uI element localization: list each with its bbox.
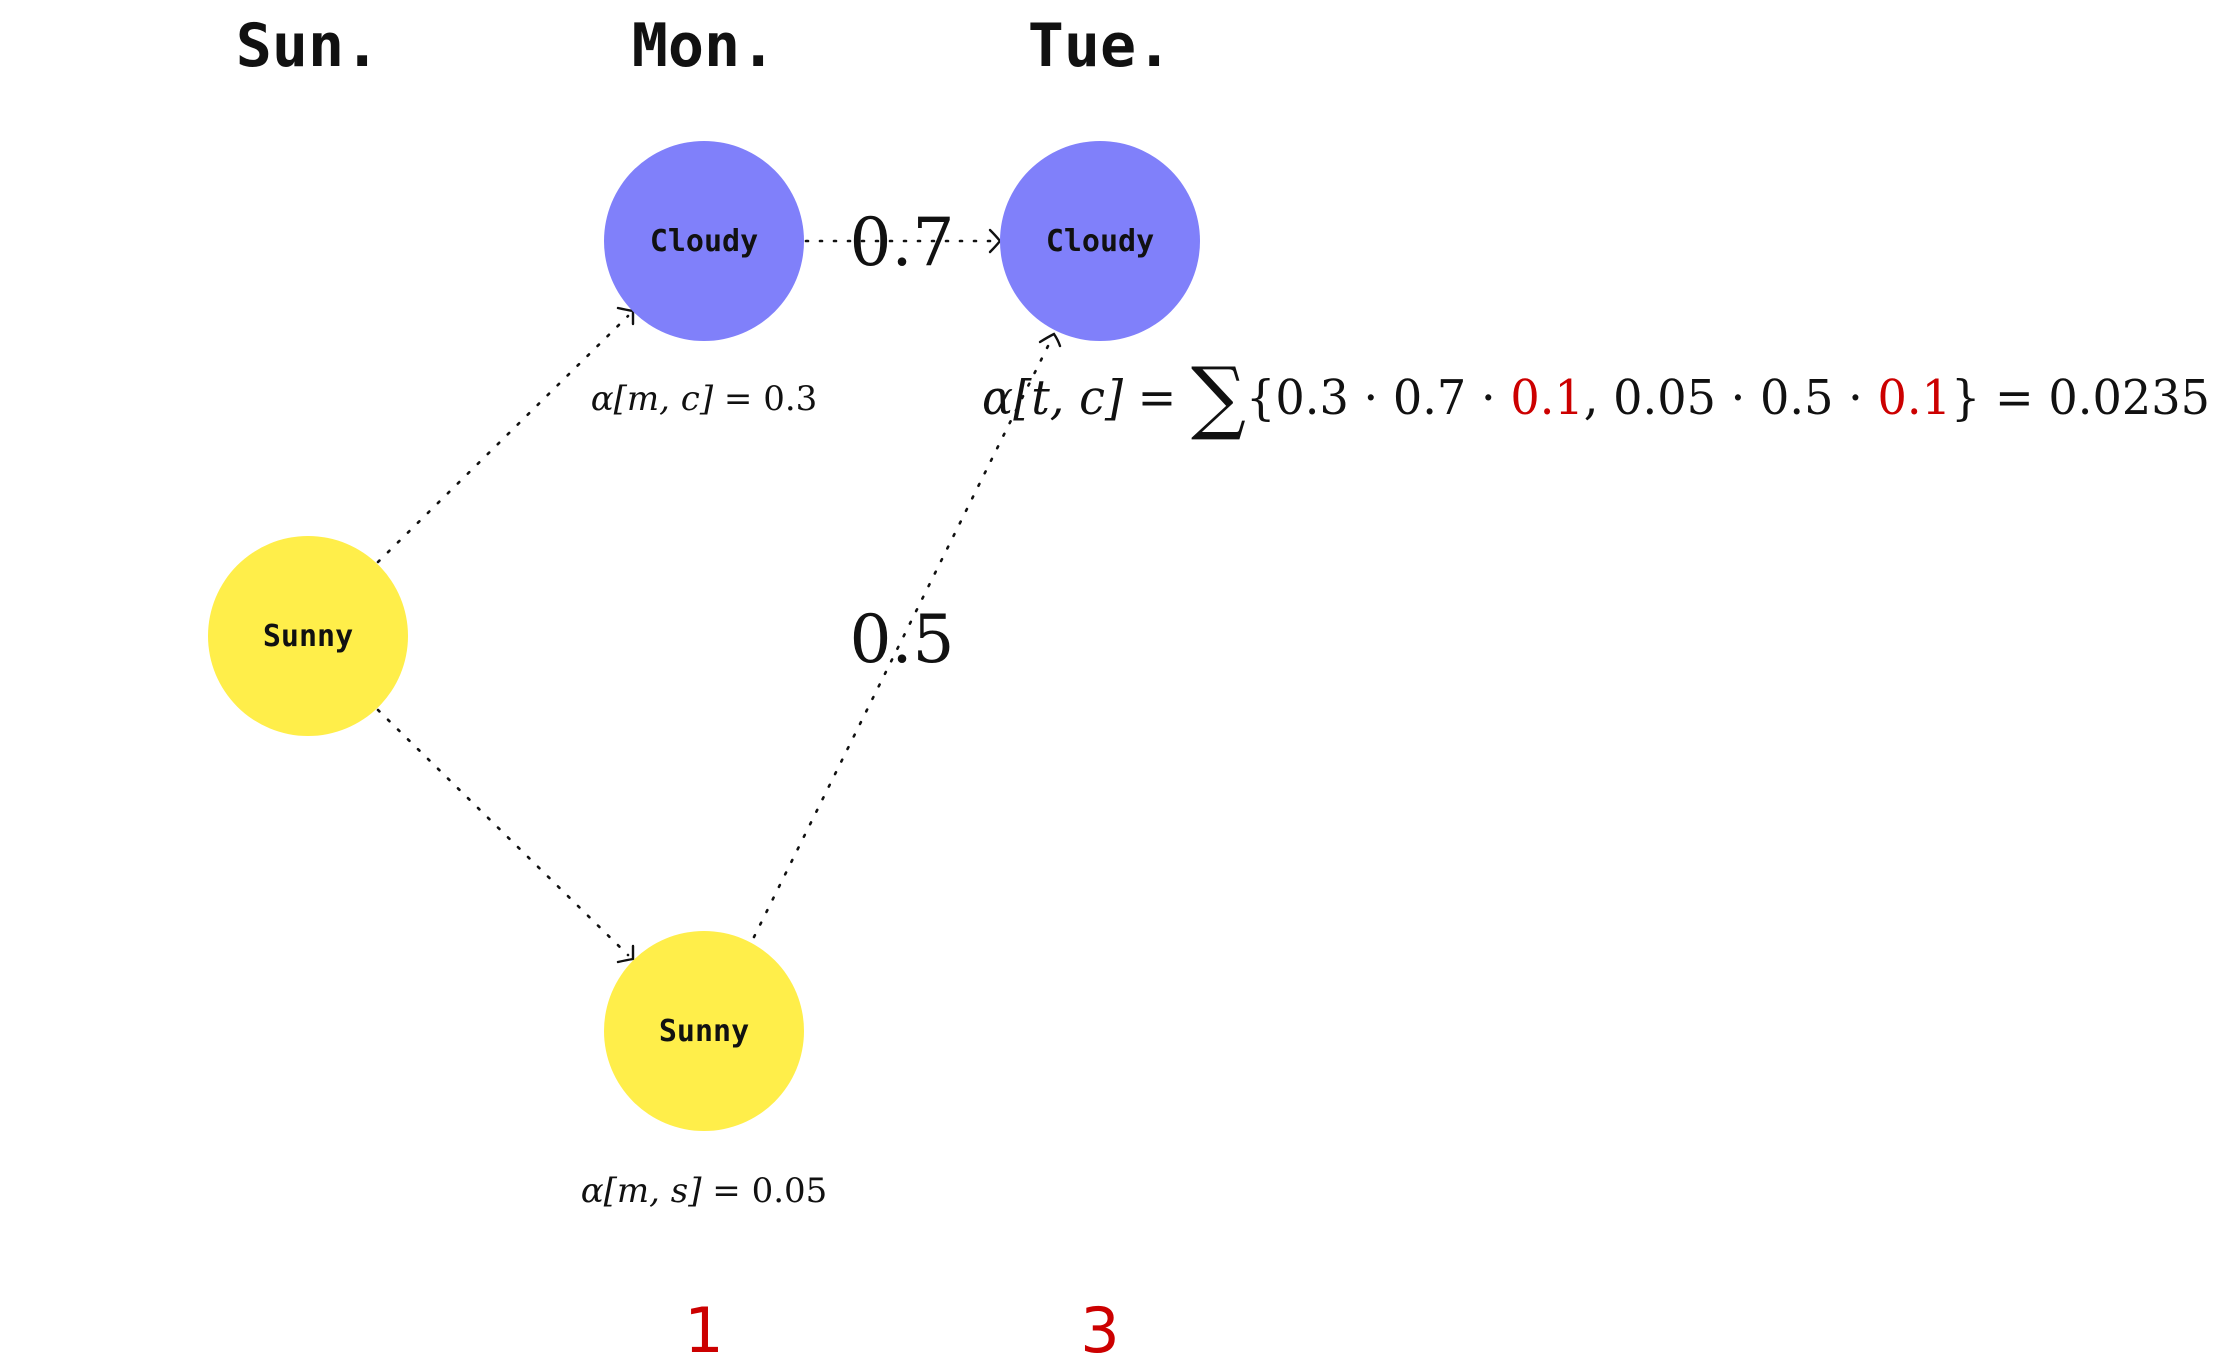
arrowhead-mon-sunny (616, 944, 635, 964)
day-label-tuesday: Tue. (1028, 11, 1173, 81)
node-label-sun-sunny: Sunny (263, 619, 353, 654)
alpha-monday-sunny: α[m, s] = 0.05 (581, 1171, 828, 1211)
order-number-tuesday: 3 (1080, 1294, 1119, 1367)
edge-weight-cloudy-to-cloudy: 0.7 (850, 204, 955, 281)
highlight-value-1: 0.1 (1510, 370, 1583, 426)
arrowhead-mon-cloudy (616, 306, 635, 326)
edge-sun-sunny-to-mon-sunny (376, 708, 630, 957)
order-number-monday: 1 (684, 1294, 723, 1367)
node-mon-cloudy (604, 141, 804, 341)
alpha-tuesday-cloudy-formula: α[t, c] = ∑{0.3 · 0.7 · 0.1, 0.05 · 0.5 … (982, 350, 2210, 443)
node-label-tue-cloudy: Cloudy (1046, 224, 1154, 259)
node-tue-cloudy (1000, 141, 1200, 341)
edge-sun-sunny-to-mon-cloudy (376, 314, 630, 564)
edge-mon-sunny-to-tue-cloudy (752, 336, 1054, 939)
edge-weight-sunny-to-cloudy: 0.5 (850, 601, 955, 678)
highlight-value-2: 0.1 (1878, 370, 1951, 426)
day-label-monday: Mon. (632, 11, 777, 81)
node-sun-sunny (208, 536, 408, 736)
node-label-mon-cloudy: Cloudy (650, 224, 758, 259)
node-label-mon-sunny: Sunny (659, 1014, 749, 1049)
alpha-monday-cloudy: α[m, c] = 0.3 (591, 379, 818, 419)
day-label-sunday: Sun. (236, 11, 381, 81)
node-mon-sunny (604, 931, 804, 1131)
arrowhead-tue-cloudy-horizontal (988, 228, 1002, 254)
summation-sign: ∑ (1191, 350, 1246, 443)
arrowhead-tue-cloudy-diagonal (1038, 332, 1062, 348)
